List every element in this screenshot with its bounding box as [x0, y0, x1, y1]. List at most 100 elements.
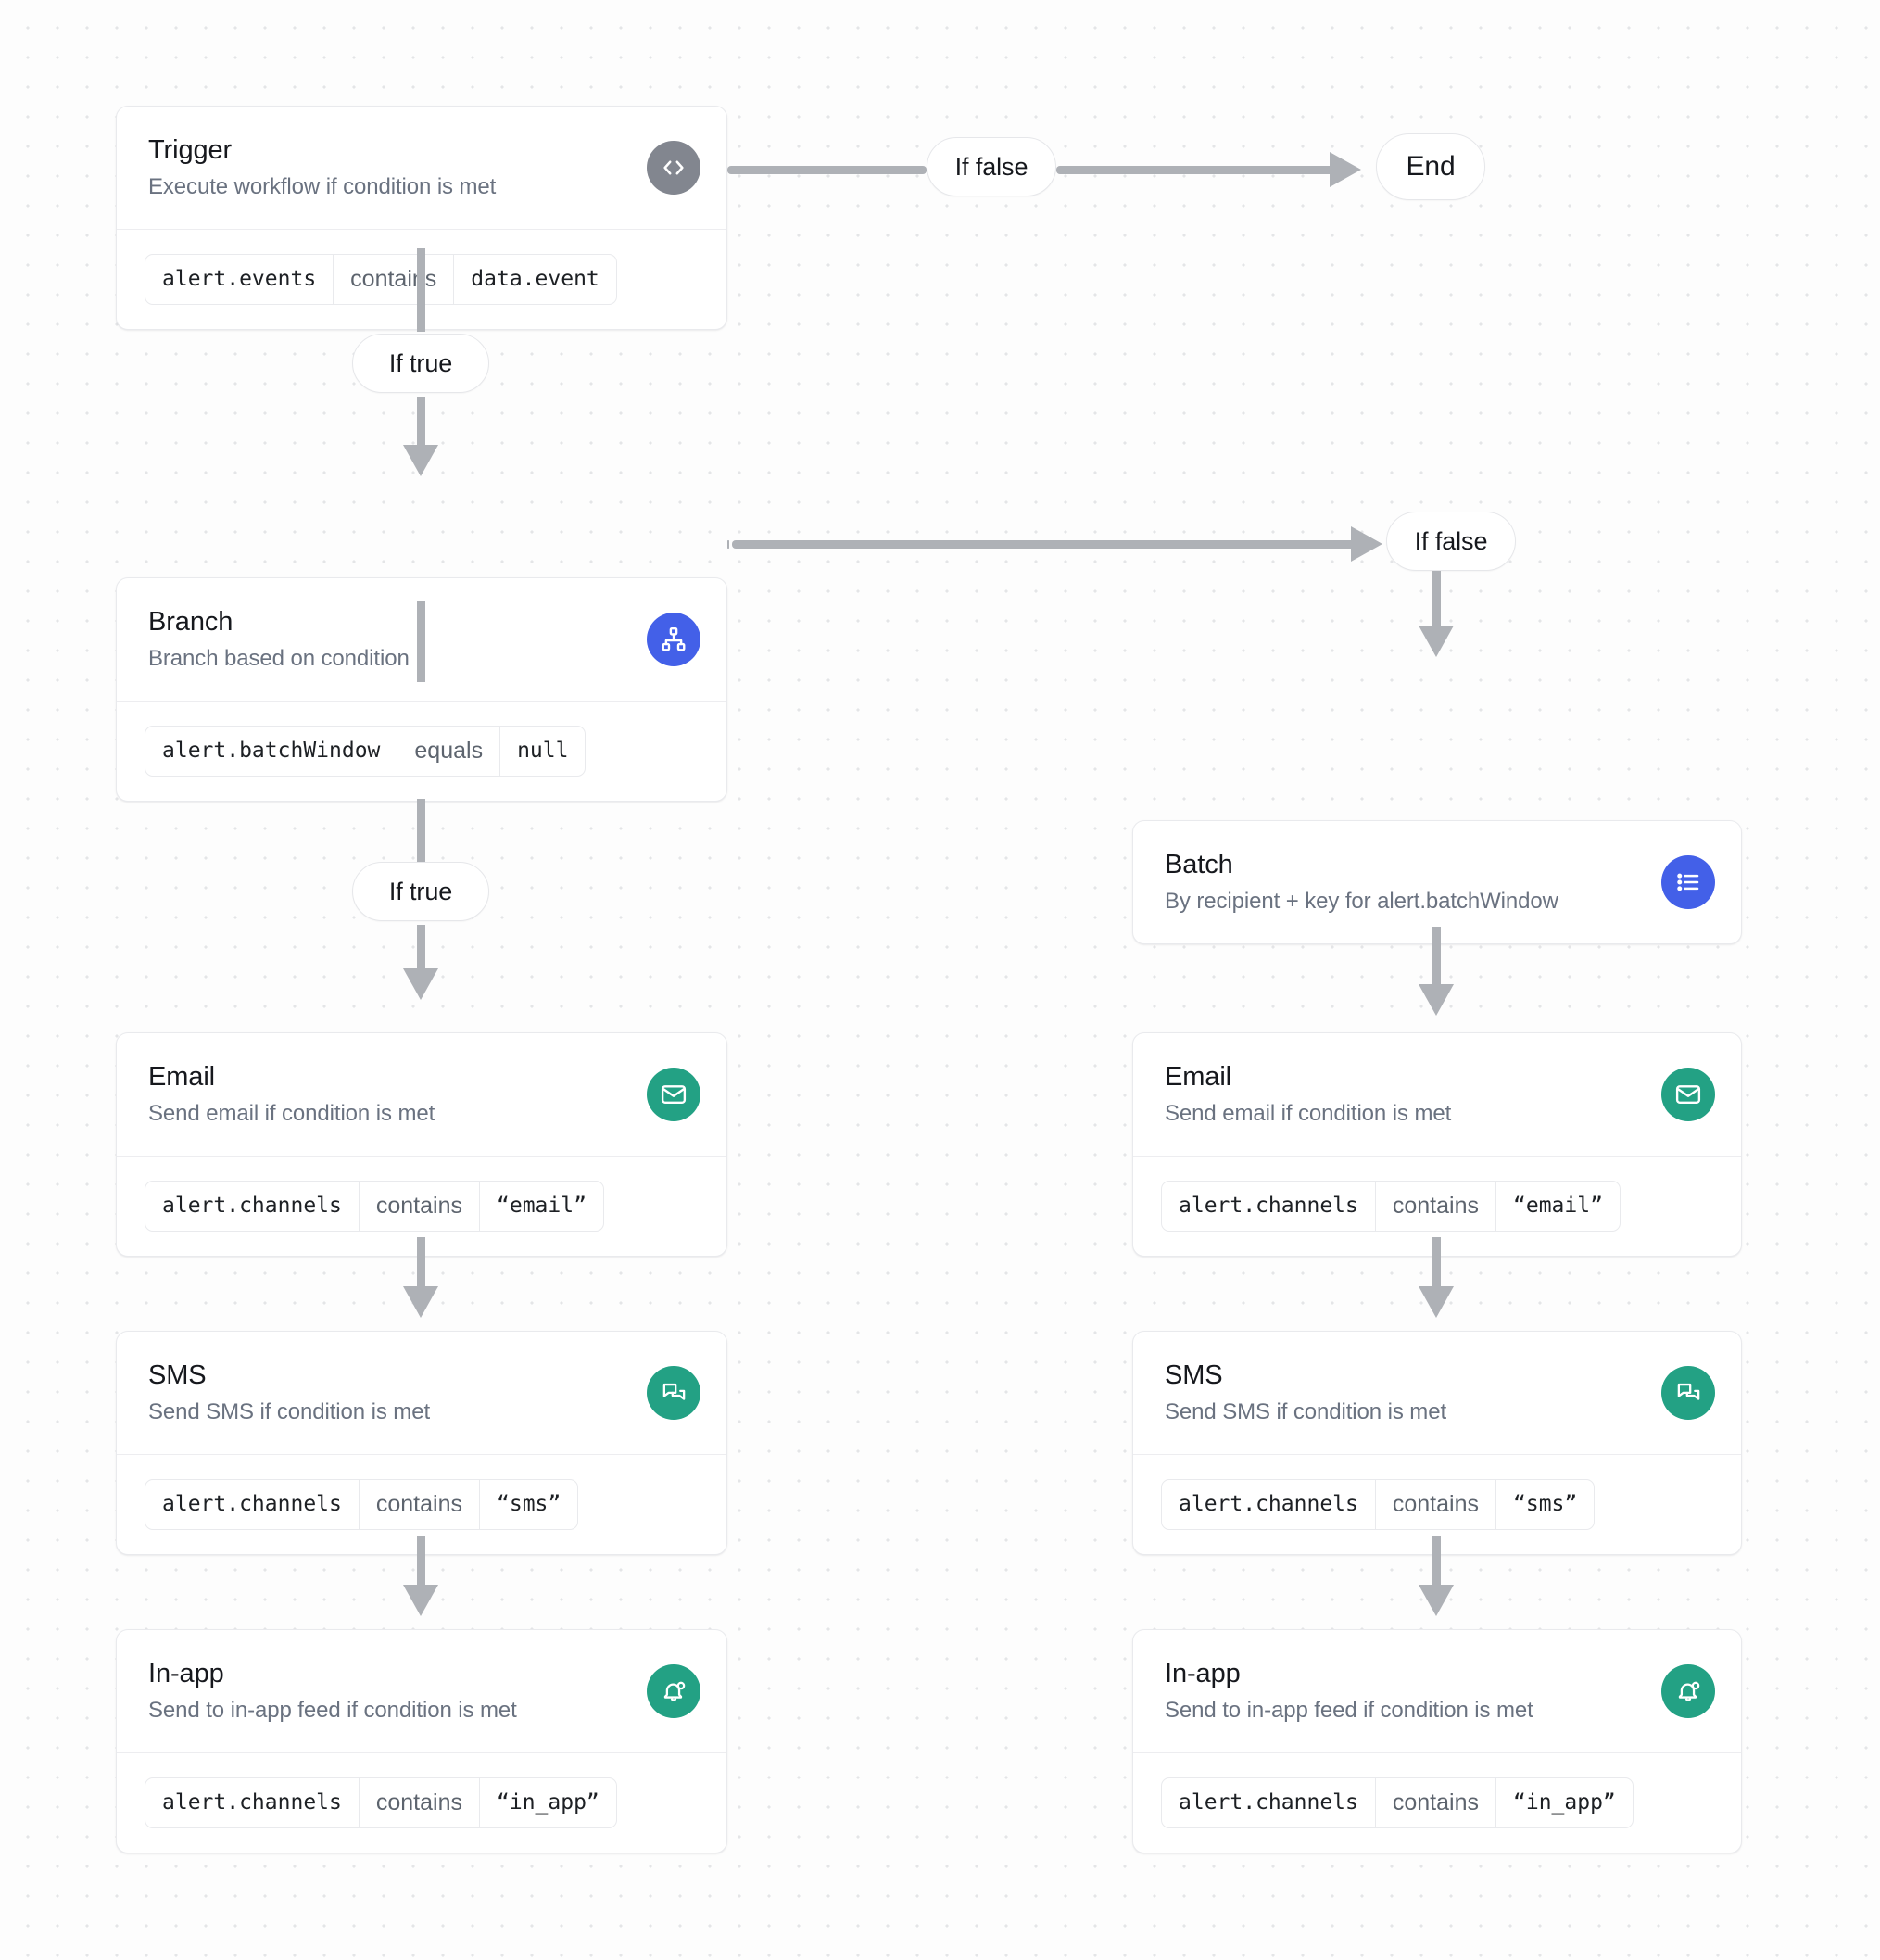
condition-field: alert.events	[162, 267, 317, 292]
condition-value: “sms”	[1513, 1492, 1578, 1517]
edge-sms-inapp-left	[417, 1536, 425, 1591]
arrowhead-to-email-right	[1419, 984, 1454, 1016]
node-sms-right-condition-row: alert.channels contains “sms”	[1133, 1454, 1741, 1554]
condition-chip[interactable]: alert.channels contains “in_app”	[145, 1777, 617, 1829]
edge-branch-true-line	[417, 799, 425, 864]
node-inapp-right-title: In-app	[1165, 1659, 1241, 1688]
condition-operator: contains	[1374, 1480, 1496, 1530]
condition-field: alert.channels	[1179, 1790, 1358, 1815]
chat-icon	[647, 1366, 700, 1420]
node-trigger-title: Trigger	[148, 135, 233, 165]
edge-branch-false-down	[1432, 571, 1441, 631]
sitemap-icon	[647, 613, 700, 666]
edge-email-sms-right	[1432, 1237, 1441, 1293]
arrowhead-to-batch	[1419, 626, 1454, 657]
node-inapp-right[interactable]: In-app Send to in-app feed if condition …	[1132, 1629, 1742, 1854]
node-sms-left[interactable]: SMS Send SMS if condition is met alert.c…	[116, 1331, 727, 1556]
edge-sms-inapp-right	[1432, 1536, 1441, 1591]
edge-batch-to-email	[1432, 927, 1441, 990]
condition-chip[interactable]: alert.channels contains “email”	[1161, 1181, 1621, 1233]
node-inapp-left[interactable]: In-app Send to in-app feed if condition …	[116, 1629, 727, 1854]
node-email-left-title: Email	[148, 1062, 216, 1092]
node-trigger-header: Trigger Execute workflow if condition is…	[117, 107, 726, 229]
pill-label: If false	[1414, 526, 1488, 555]
condition-chip[interactable]: alert.events contains data.event	[145, 254, 617, 306]
node-sms-right-header: SMS Send SMS if condition is met	[1133, 1332, 1741, 1454]
arrowhead-to-sms-right	[1419, 1286, 1454, 1318]
node-trigger-condition-row: alert.events contains data.event	[117, 229, 726, 329]
node-branch-subtitle: Branch based on condition	[148, 646, 410, 672]
pill-branch-if-false[interactable]: If false	[1386, 512, 1516, 571]
condition-operator: contains	[358, 1480, 480, 1530]
condition-operator: contains	[333, 255, 455, 305]
condition-value: “in_app”	[1513, 1790, 1616, 1815]
condition-value: data.event	[471, 267, 599, 292]
node-inapp-right-header: In-app Send to in-app feed if condition …	[1133, 1630, 1741, 1752]
chat-icon	[1661, 1366, 1715, 1420]
pill-end[interactable]: End	[1376, 133, 1485, 200]
condition-operator: contains	[358, 1182, 480, 1232]
node-email-right-condition-row: alert.channels contains “email”	[1133, 1156, 1741, 1256]
edge-trigger-true-upper	[417, 248, 425, 332]
pill-branch-if-true[interactable]: If true	[352, 862, 489, 921]
condition-operator: equals	[397, 727, 501, 777]
condition-operator: contains	[1374, 1182, 1496, 1232]
arrowhead-to-inapp-right	[1419, 1585, 1454, 1616]
condition-chip[interactable]: alert.channels contains “in_app”	[1161, 1777, 1634, 1829]
node-batch-header: Batch By recipient + key for alert.batch…	[1133, 821, 1741, 943]
condition-field: alert.channels	[162, 1492, 342, 1517]
edge-trigger-true-lower	[417, 397, 425, 449]
node-email-right-title: Email	[1165, 1062, 1232, 1092]
pill-trigger-if-false[interactable]: If false	[927, 137, 1056, 196]
node-email-left-header: Email Send email if condition is met	[117, 1033, 726, 1156]
node-batch[interactable]: Batch By recipient + key for alert.batch…	[1132, 820, 1742, 945]
node-sms-left-condition-row: alert.channels contains “sms”	[117, 1454, 726, 1554]
node-email-left[interactable]: Email Send email if condition is met ale…	[116, 1032, 727, 1258]
pill-label: If false	[954, 152, 1028, 181]
pill-label: If true	[388, 348, 453, 377]
condition-value: “email”	[497, 1194, 587, 1219]
arrowhead-to-inapp-left	[403, 1585, 438, 1616]
edge-branch-to-iffalse	[732, 540, 1355, 549]
condition-field: alert.channels	[162, 1790, 342, 1815]
edge-trigger-false-right	[1056, 166, 1334, 174]
condition-field: alert.channels	[1179, 1492, 1358, 1517]
node-inapp-left-header: In-app Send to in-app feed if condition …	[117, 1630, 726, 1752]
condition-chip[interactable]: alert.channels contains “sms”	[1161, 1479, 1596, 1531]
condition-value: null	[517, 739, 569, 764]
node-inapp-left-subtitle: Send to in-app feed if condition is met	[148, 1698, 517, 1724]
arrowhead-to-branch-false-pill	[1351, 526, 1382, 562]
node-sms-left-subtitle: Send SMS if condition is met	[148, 1399, 431, 1425]
bell-icon	[647, 1664, 700, 1718]
condition-operator: contains	[358, 1778, 480, 1828]
bell-icon	[1661, 1664, 1715, 1718]
edge-branch-true-lower	[417, 925, 425, 973]
condition-chip[interactable]: alert.batchWindow equals null	[145, 726, 587, 778]
node-sms-right-title: SMS	[1165, 1360, 1223, 1390]
node-sms-right[interactable]: SMS Send SMS if condition is met alert.c…	[1132, 1331, 1742, 1556]
condition-chip[interactable]: alert.channels contains “sms”	[145, 1479, 579, 1531]
arrowhead-to-email-left	[403, 968, 438, 1000]
node-batch-subtitle: By recipient + key for alert.batchWindow	[1165, 889, 1558, 915]
condition-field: alert.batchWindow	[162, 739, 381, 764]
condition-chip[interactable]: alert.channels contains “email”	[145, 1181, 604, 1233]
edge-branch-false-line	[727, 540, 729, 549]
envelope-icon	[647, 1068, 700, 1121]
arrowhead-to-branch	[403, 445, 438, 476]
node-inapp-right-condition-row: alert.channels contains “in_app”	[1133, 1752, 1741, 1853]
condition-value: “email”	[1513, 1194, 1603, 1219]
arrowhead-to-end	[1330, 152, 1361, 187]
node-email-left-condition-row: alert.channels contains “email”	[117, 1156, 726, 1256]
node-email-right-subtitle: Send email if condition is met	[1165, 1101, 1452, 1127]
node-email-right[interactable]: Email Send email if condition is met ale…	[1132, 1032, 1742, 1258]
edge-email-sms-left	[417, 1237, 425, 1293]
pill-trigger-if-true[interactable]: If true	[352, 334, 489, 393]
node-batch-title: Batch	[1165, 850, 1233, 879]
node-branch-title: Branch	[148, 607, 233, 637]
pill-label: End	[1406, 151, 1456, 182]
node-branch-header: Branch Branch based on condition	[117, 578, 726, 701]
condition-field: alert.channels	[1179, 1194, 1358, 1219]
condition-value: “in_app”	[497, 1790, 599, 1815]
node-trigger[interactable]: Trigger Execute workflow if condition is…	[116, 106, 727, 331]
